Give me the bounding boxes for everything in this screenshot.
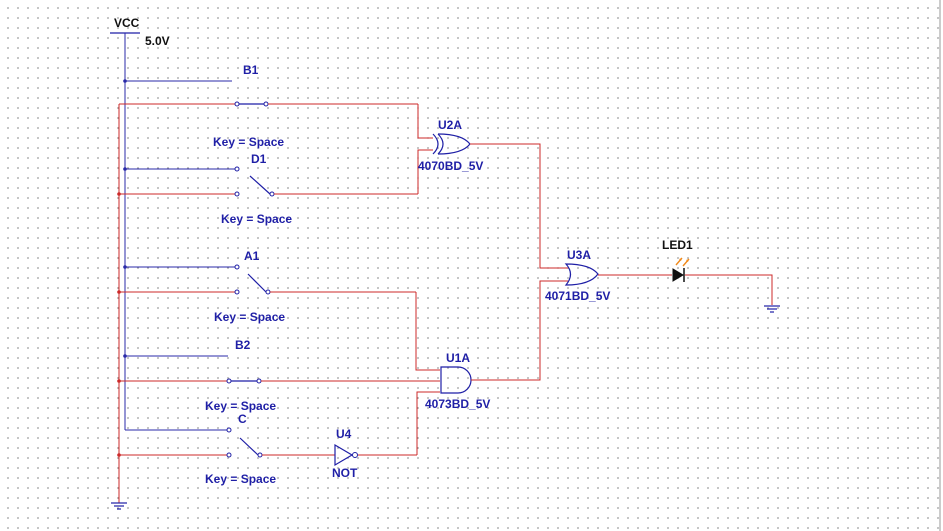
switch-b1[interactable]: B1 (125, 63, 259, 82)
led1-ref-label: LED1 (662, 238, 693, 252)
u1a-input-a-wire (415, 292, 440, 371)
rail-junctions (117, 79, 127, 457)
ground-symbol-left (111, 502, 127, 510)
u3a-ref-label: U3A (567, 248, 591, 262)
u2a-input-a-wire (417, 104, 433, 139)
key-label-2: Key = Space (221, 212, 292, 226)
ground-symbol-right (764, 305, 780, 313)
u2a-output-wire (470, 143, 568, 269)
switch-d1-label: D1 (251, 152, 267, 166)
switch-top-red[interactable] (119, 101, 418, 107)
u1a-ref-label: U1A (446, 351, 470, 365)
vcc-source[interactable]: VCC 5.0V (110, 16, 170, 48)
switch-b1-label: B1 (243, 63, 259, 77)
u1a-input-c-wire (416, 391, 440, 455)
u2a-part-label: 4070BD_5V (418, 159, 483, 173)
u2a-input-b-wire (417, 149, 433, 194)
switch-a1-label: A1 (244, 249, 260, 263)
switch-a1[interactable]: A1 Key = Space (119, 249, 416, 324)
switch-b2-label: B2 (235, 338, 251, 352)
u4-part-label: NOT (332, 466, 358, 480)
u2a-ref-label: U2A (438, 118, 462, 132)
switch-b2-key-label: Key = Space (205, 399, 276, 413)
u1a-part-label: 4073BD_5V (425, 397, 490, 411)
vcc-voltage-label: 5.0V (145, 34, 170, 48)
switch-c-key-label: Key = Space (205, 472, 276, 486)
u1a-output-wire (471, 280, 568, 381)
led-led1[interactable]: LED1 (662, 238, 693, 282)
switch-a1-key-label: Key = Space (214, 310, 285, 324)
vcc-label: VCC (114, 16, 140, 30)
switch-c[interactable]: C Key = Space (119, 412, 334, 486)
switch-d1[interactable]: D1 (119, 152, 418, 197)
u3a-part-label: 4071BD_5V (545, 289, 610, 303)
xor-gate-u2a[interactable]: U2A 4070BD_5V (418, 118, 483, 173)
and-gate-u1a[interactable]: U1A 4073BD_5V (425, 351, 490, 411)
led-ground-wire (685, 274, 773, 305)
not-gate-u4[interactable]: U4 NOT (332, 427, 358, 480)
u4-ref-label: U4 (336, 427, 352, 441)
key-label-1: Key = Space (213, 135, 284, 149)
led-light-rays-icon (675, 257, 690, 267)
switch-b2[interactable]: B2 Key = Space (119, 338, 440, 413)
switch-c-label: C (238, 412, 247, 426)
or-gate-u3a[interactable]: U3A 4071BD_5V (545, 248, 610, 303)
